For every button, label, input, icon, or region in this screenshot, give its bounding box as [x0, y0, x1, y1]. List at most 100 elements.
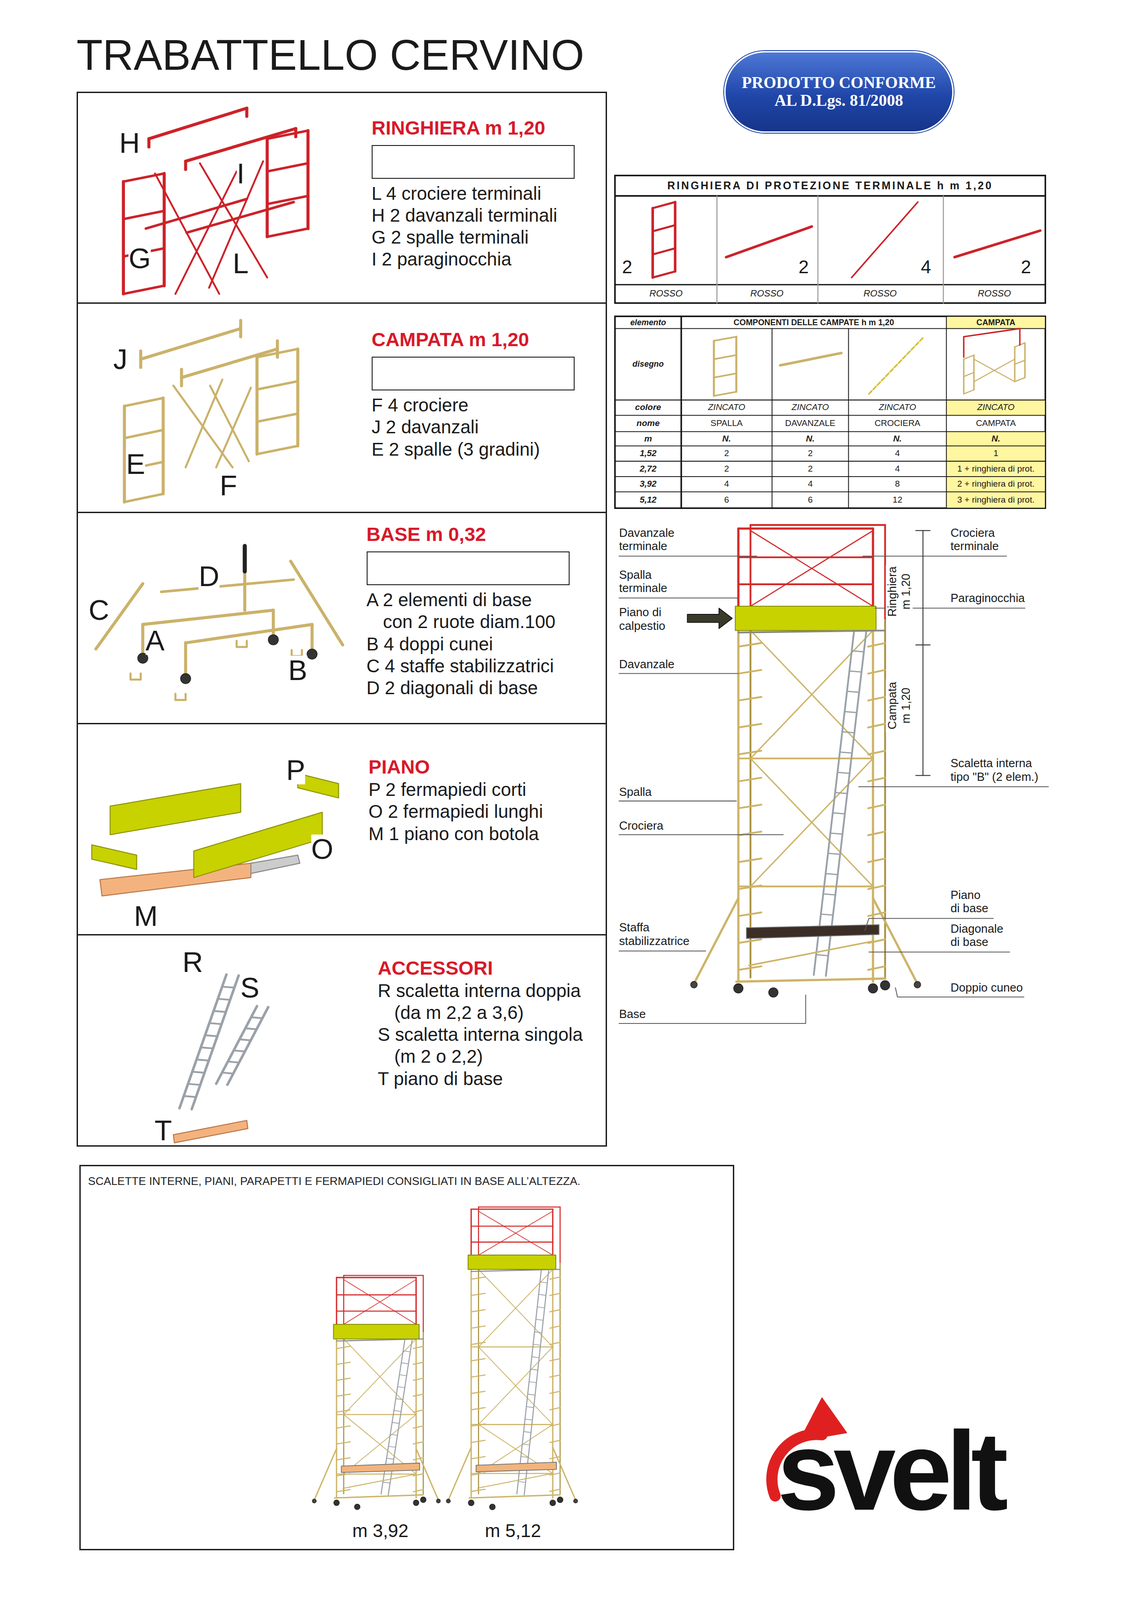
wedge: [130, 673, 141, 680]
tower-leg: [422, 1331, 424, 1495]
color-cell: ROSSO: [750, 288, 784, 299]
side-frame: [735, 336, 737, 392]
table-rule: [716, 196, 718, 304]
table-frame: [614, 316, 1046, 509]
spalla-rung: [471, 1374, 486, 1378]
spalla-rung: [471, 1440, 486, 1443]
ladder-rung: [251, 1016, 263, 1018]
base-element: [141, 624, 145, 654]
part-letter: J: [113, 344, 128, 374]
spalla-rung: [336, 1409, 351, 1412]
cross-brace: [478, 1346, 553, 1425]
spalla-rung: [738, 939, 762, 944]
table-highlight: [946, 431, 1046, 509]
table-frame: [614, 175, 1046, 304]
table-rule: [614, 284, 1046, 286]
guard-post: [871, 528, 875, 619]
guard-post: [415, 1277, 417, 1332]
side-frame: [161, 398, 165, 494]
base-element: [185, 624, 312, 643]
table-cell: N.: [722, 433, 732, 444]
wheel: [333, 1499, 340, 1506]
guard-rail: [336, 1276, 416, 1279]
ladder-rung: [394, 1410, 402, 1412]
spalla-rung: [549, 1358, 561, 1361]
knee-rail: [954, 230, 1041, 258]
cross-brace: [478, 1346, 553, 1425]
table-title: RINGHIERA DI PROTEZIONE TERMINALE h m 1,…: [667, 179, 993, 192]
end-rail: [245, 108, 249, 117]
part-item: G 2 spalle terminali: [371, 226, 607, 249]
leader-line: [618, 994, 806, 1024]
table-rule: [614, 491, 1046, 493]
wheel: [268, 634, 279, 645]
table-cell: 8: [895, 478, 901, 489]
end-frame: [265, 138, 270, 237]
ladder-rung: [192, 1071, 205, 1073]
table-cell: 4: [895, 448, 901, 459]
guard-post: [336, 1277, 338, 1332]
ladder-rung: [533, 1343, 541, 1345]
table-rule: [942, 196, 944, 304]
table-rule: [614, 507, 1046, 509]
part-letter: M: [134, 901, 158, 931]
ladder-rung: [535, 1319, 544, 1321]
ladder-rung: [849, 670, 862, 672]
base-element: [310, 624, 314, 649]
section-heading: CAMPATA m 1,20: [371, 328, 607, 352]
cross-brace: [974, 359, 1015, 382]
wheel: [468, 1499, 475, 1506]
callout-label: Base: [618, 1007, 646, 1022]
guard-post: [477, 1206, 479, 1262]
spalla-rung: [413, 1378, 424, 1381]
part-letter: F: [219, 471, 238, 500]
side-frame: [1014, 377, 1025, 382]
cross-brace: [343, 1338, 417, 1415]
spalla-rung: [471, 1423, 486, 1427]
spalla-rung: [471, 1342, 486, 1345]
end-frame: [123, 210, 165, 219]
spalla-rung: [868, 669, 886, 674]
part-item: F 4 crociere: [371, 394, 607, 417]
ladder-rung: [844, 711, 857, 713]
stabilizer: [872, 897, 918, 984]
end-frame: [121, 181, 125, 294]
part-letter: L: [232, 249, 249, 278]
cross-brace: [343, 1338, 417, 1415]
end-frame: [963, 336, 965, 358]
wedge: [236, 640, 247, 647]
color-cell: ROSSO: [649, 288, 683, 299]
part-item: E 2 spalle (3 gradini): [371, 438, 607, 461]
text-column: ACCESSORIR scaletta interna doppia (da m…: [377, 956, 607, 1090]
blank-field: [366, 551, 570, 586]
toe-board: [735, 606, 877, 631]
blank-field: [371, 145, 575, 179]
toe-board: [193, 812, 323, 878]
guard-cross: [343, 1279, 417, 1325]
ladder-rung: [531, 1356, 540, 1358]
ladder-rung: [209, 1022, 222, 1024]
cross-brace: [750, 758, 874, 887]
ladder-rung: [200, 1047, 213, 1048]
component-box: BASE m 0,32A 2 elementi di base con 2 ru…: [76, 513, 608, 725]
ladder-rung: [183, 1095, 197, 1097]
cross-brace: [750, 758, 874, 887]
spalla-rung: [336, 1346, 351, 1349]
wheel: [180, 673, 191, 684]
ladder-rung: [392, 1422, 400, 1424]
spalla-rung: [471, 1472, 486, 1475]
table-cell: 4: [724, 478, 730, 489]
spalla-rung: [738, 643, 762, 647]
table-cell: 2: [807, 448, 813, 459]
guard-cross: [343, 1279, 417, 1325]
end-cross: [208, 160, 264, 288]
spalla-rung: [549, 1374, 561, 1378]
recommendation-panel: SCALETTE INTERNE, PIANI, PARAPETTI E FER…: [79, 1164, 735, 1551]
side-frame: [257, 413, 298, 422]
table-rule: [614, 460, 1046, 462]
end-cross: [155, 173, 220, 294]
stabilizer: [290, 560, 343, 645]
base-element: [142, 610, 274, 625]
side-frame: [255, 357, 259, 455]
logo-wordmark: svelt: [777, 1414, 1003, 1527]
